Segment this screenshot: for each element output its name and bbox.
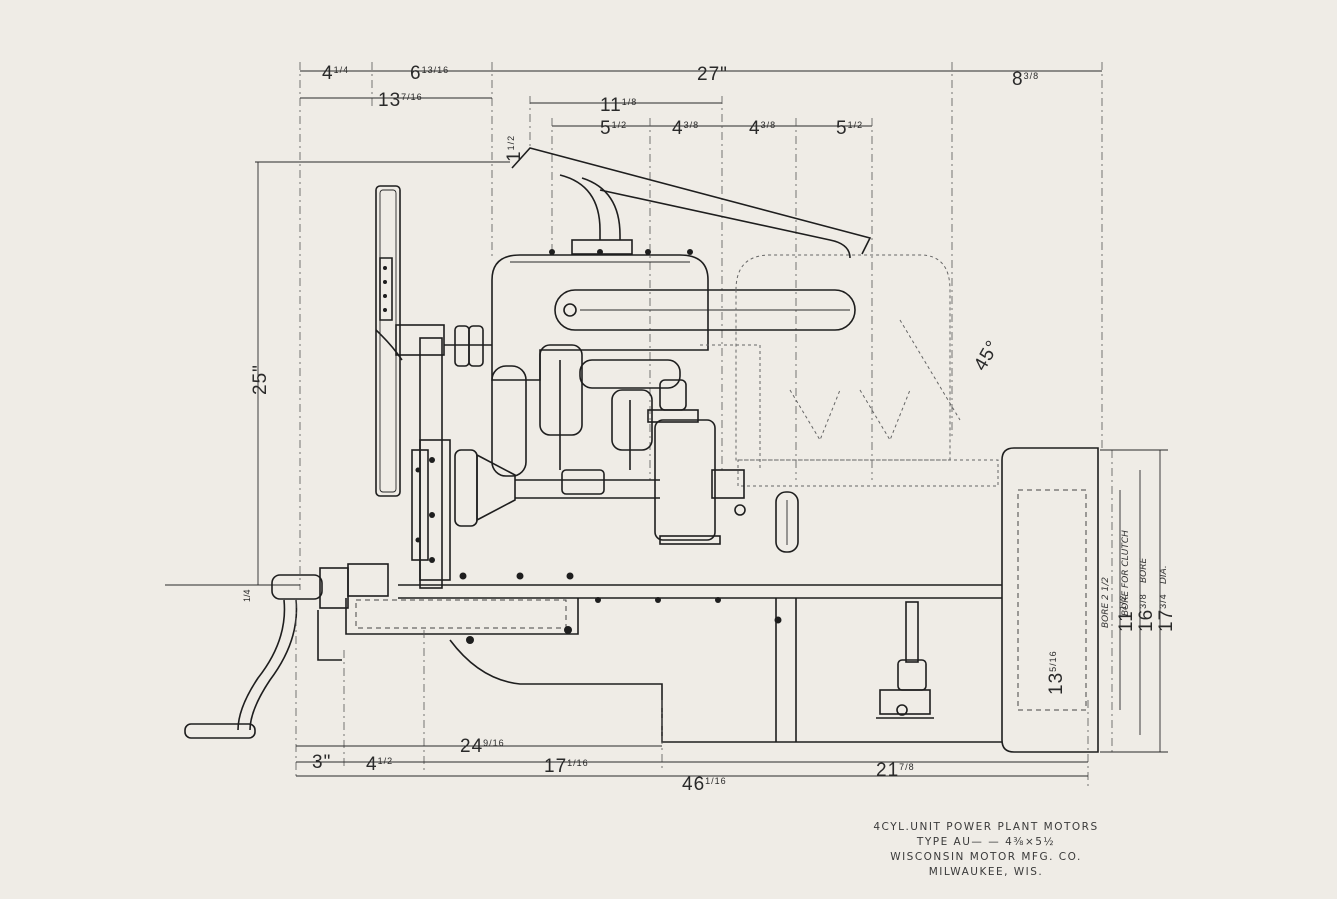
dim-c3: 43/8 xyxy=(749,118,776,139)
cylinder-head xyxy=(491,239,709,381)
dim-b1: 3" xyxy=(312,752,331,773)
dim-angle: 45° xyxy=(970,337,1004,375)
dim-dia: 173/4 xyxy=(1156,593,1177,632)
bell-housing xyxy=(1001,447,1168,753)
title-line-2: TYPE AU— — 4⅜×5½ xyxy=(916,836,1056,848)
note-clutch-bore: BORE FOR CLUTCH xyxy=(1121,530,1131,616)
dim-clutch-bore: 111/2 xyxy=(1116,595,1137,632)
top-dimension-labels: 41/4 613/16 27" 83/8 137/16 111/8 51/2 4… xyxy=(242,63,1039,602)
title-block: 4CYL.UNIT POWER PLANT MOTORS TYPE AU— — … xyxy=(836,820,1136,880)
dim-c1: 51/2 xyxy=(600,118,627,139)
title-line-1: 4CYL.UNIT POWER PLANT MOTORS xyxy=(873,821,1099,833)
dim-c2: 43/8 xyxy=(672,118,699,139)
title-line-4: MILWAUKEE, WIS. xyxy=(928,866,1044,878)
far-side-block xyxy=(700,254,999,487)
note-bore-small: BORE 2 1/2 xyxy=(1101,577,1111,628)
dim-b2: 41/2 xyxy=(366,754,393,775)
dim-crank-offset: 1/4 xyxy=(242,589,252,602)
dim-d5: 137/16 xyxy=(378,90,423,111)
oil-pump xyxy=(876,601,934,719)
dim-b3: 171/16 xyxy=(544,756,589,777)
dim-bottom-upper: 249/16 xyxy=(460,736,505,757)
fan-assembly xyxy=(375,185,492,589)
dim-d6: 111/8 xyxy=(600,95,637,116)
dim-d4: 83/8 xyxy=(1012,69,1039,90)
exhaust-ports xyxy=(491,344,681,477)
bell-housing-labels: 135/16 111/2 BORE FOR CLUTCH 163/8 BORE … xyxy=(1046,530,1177,695)
dim-d1: 41/4 xyxy=(322,63,349,84)
dim-manifold-rise: 11/2 xyxy=(504,135,525,162)
dim-bore: 163/8 xyxy=(1136,593,1157,632)
note-dia: DIA. xyxy=(1159,565,1169,584)
note-bore: BORE xyxy=(1139,557,1149,583)
crankcase xyxy=(345,491,1002,743)
dim-height: 25" xyxy=(250,364,271,395)
dim-d3: 27" xyxy=(697,64,728,85)
dim-d2: 613/16 xyxy=(410,63,449,84)
front-timing-cover xyxy=(411,439,660,581)
dim-b4: 217/8 xyxy=(876,760,915,781)
starting-crank xyxy=(184,563,389,739)
dim-c4: 51/2 xyxy=(836,118,863,139)
bottom-dimension-lines xyxy=(295,600,1089,790)
top-dimension-lines xyxy=(165,62,1103,590)
bottom-dimension-labels: 249/16 3" 41/2 171/16 217/8 461/16 xyxy=(312,736,915,795)
water-pump xyxy=(647,379,746,545)
dim-pilot: 135/16 xyxy=(1046,650,1067,695)
dim-overall-length: 461/16 xyxy=(682,774,727,795)
title-line-3: WISCONSIN MOTOR MFG. CO. xyxy=(890,851,1082,863)
intake-manifold xyxy=(511,147,872,331)
